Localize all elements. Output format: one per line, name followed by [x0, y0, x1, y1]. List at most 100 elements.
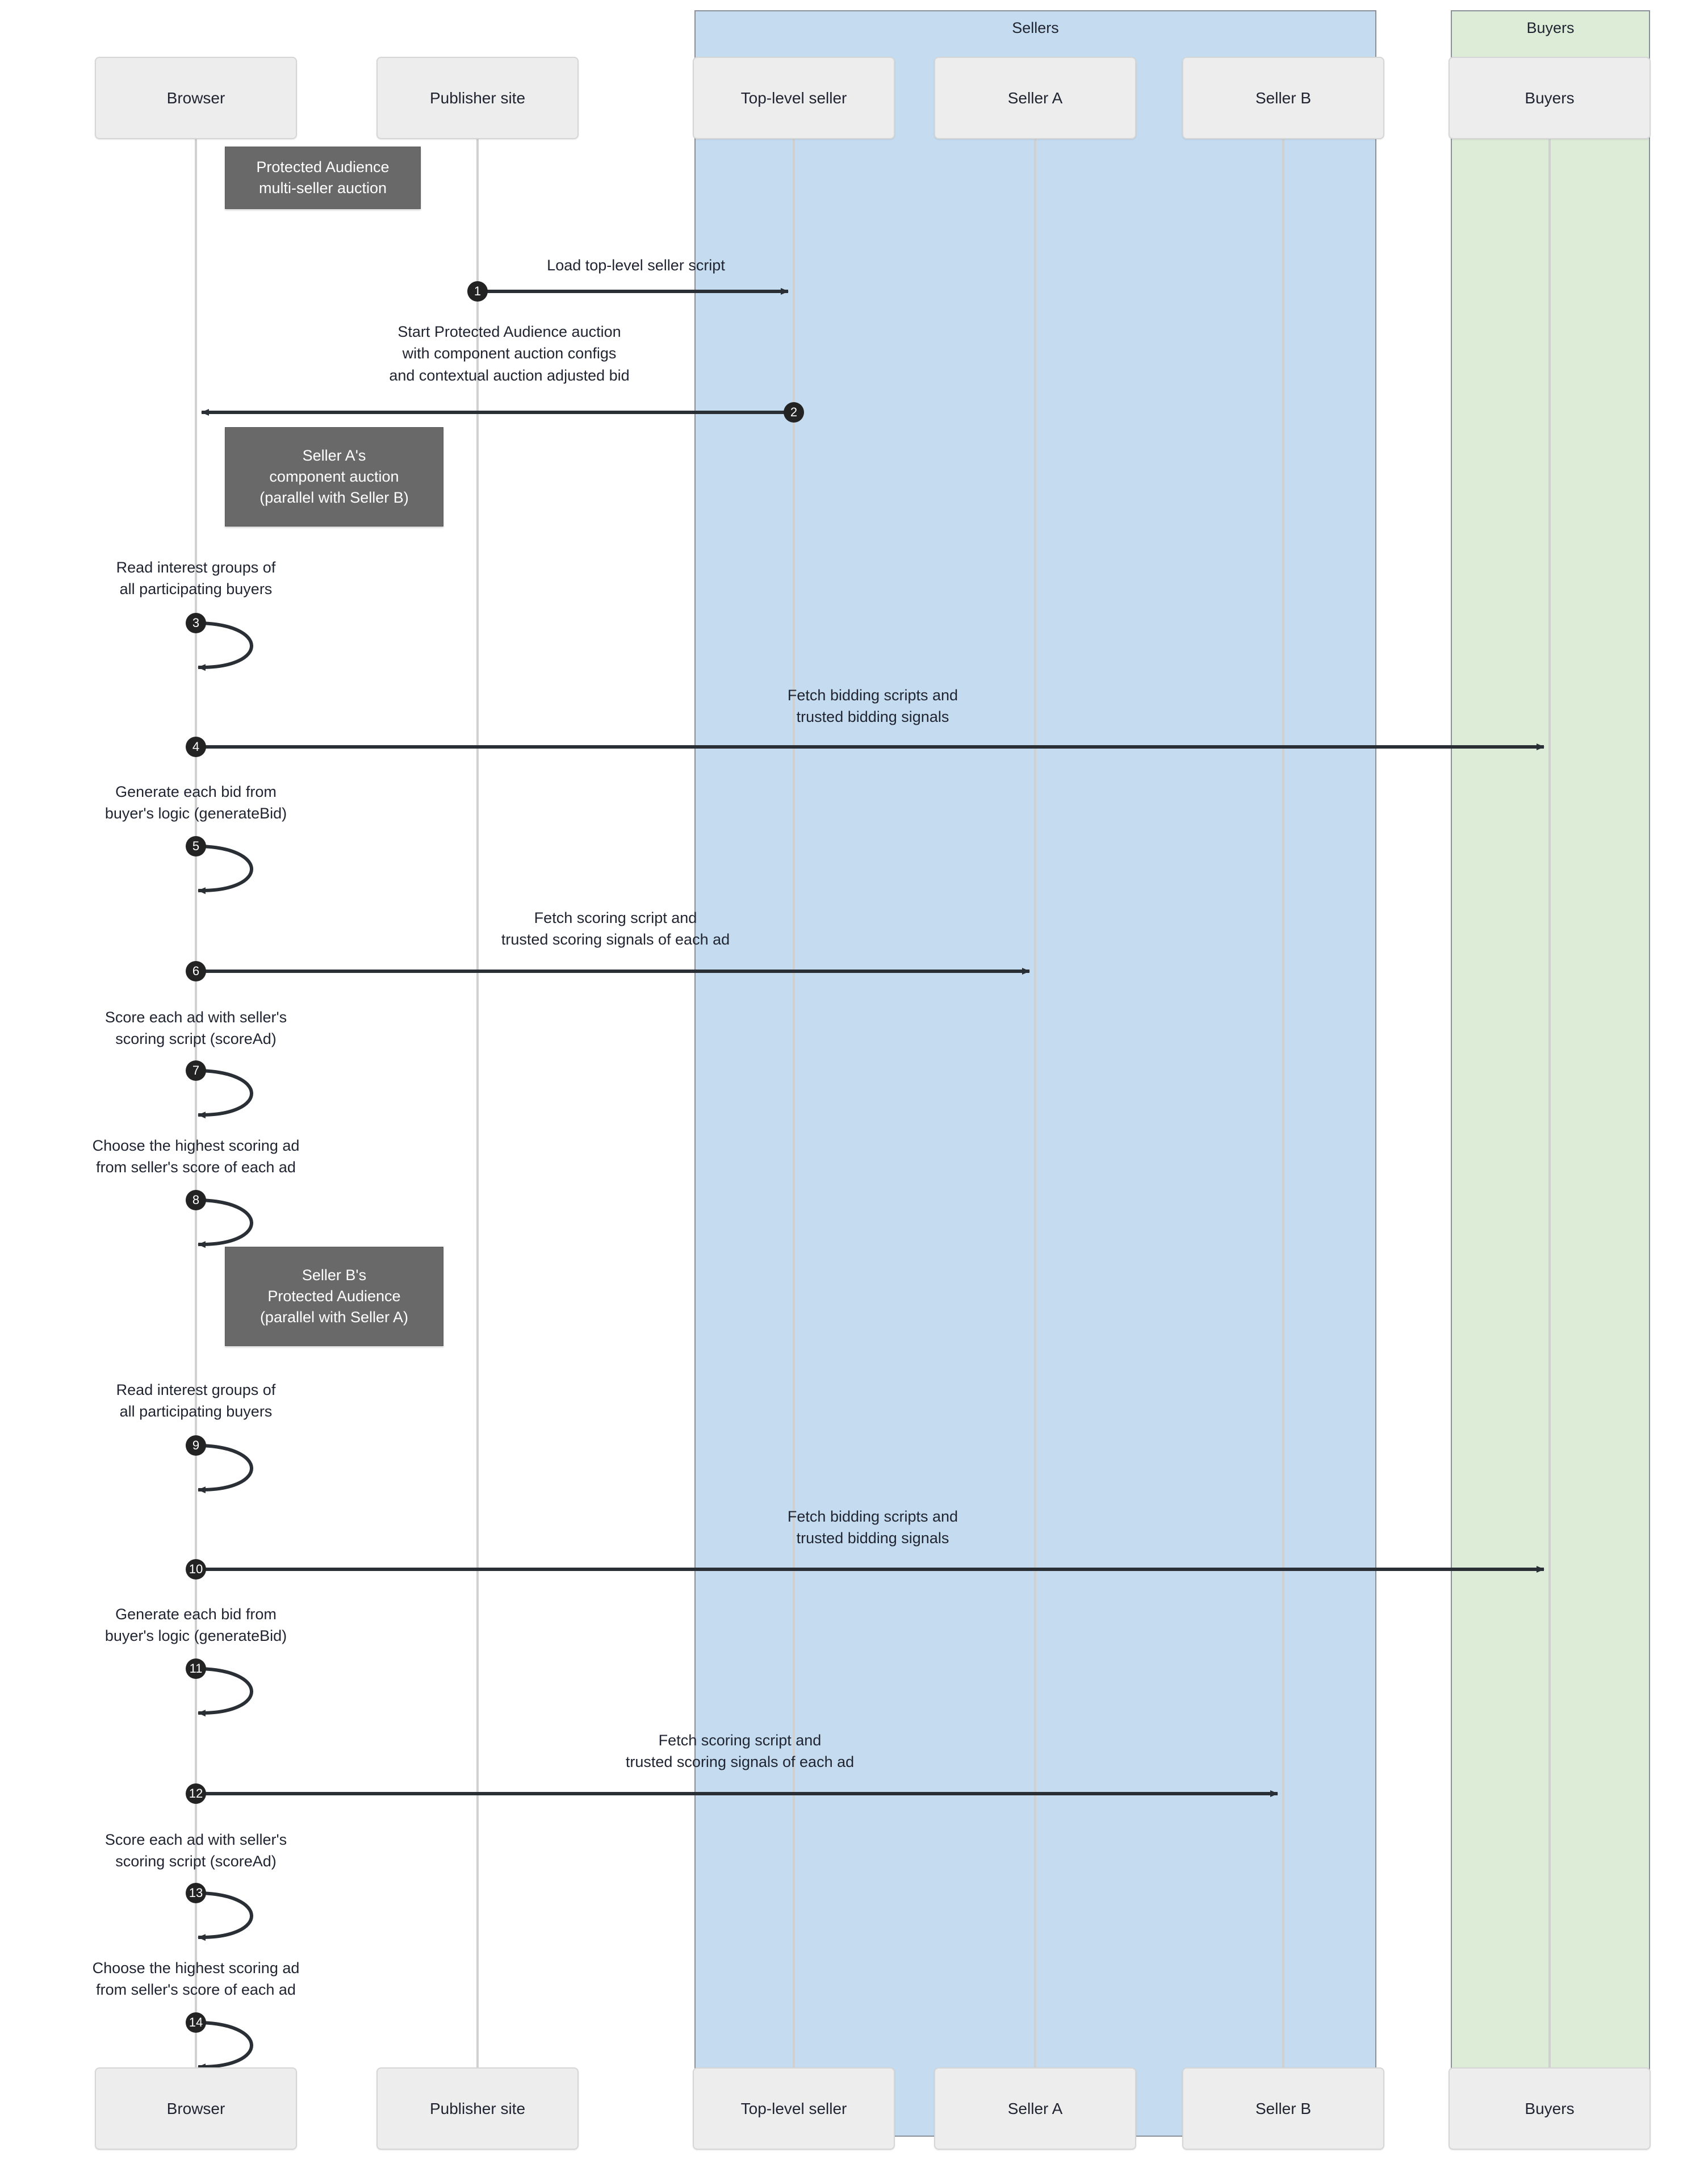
- lifelines: [195, 139, 1551, 2067]
- sequence-badge-3: 3: [186, 613, 206, 633]
- self-message-arrow-11: [195, 1667, 253, 1717]
- actor-label-top-level-seller: Top-level seller: [740, 2099, 847, 2117]
- message-label-7: Score each ad with seller's scoring scrip…: [105, 1006, 287, 1050]
- self-message-arrow-8: [195, 1198, 253, 1248]
- message-label-line: Fetch bidding scripts and: [787, 1508, 958, 1525]
- message-label-line: Generate each bid from: [115, 783, 277, 800]
- note-line: (parallel with Seller A): [259, 1309, 409, 1326]
- actor-seller-a-footer[interactable]: Seller A: [934, 2067, 1136, 2150]
- actor-top-level-seller-header[interactable]: Top-level seller: [693, 57, 895, 139]
- note-line: Seller A's: [302, 446, 366, 464]
- note-line: Protected Audience: [256, 158, 390, 176]
- actor-seller-a-header[interactable]: Seller A: [934, 57, 1136, 139]
- actor-publisher-header[interactable]: Publisher site: [376, 57, 579, 139]
- message-label-line: scoring script (scoreAd): [115, 1853, 277, 1870]
- message-label-line: Read interest groups of: [116, 559, 276, 576]
- note-line: (parallel with Seller B): [259, 489, 409, 507]
- message-label-5: Generate each bid from buyer's logic (gen…: [105, 781, 287, 825]
- actor-buyers-actor-header[interactable]: Buyers: [1449, 57, 1651, 139]
- message-label-line: Choose the highest scoring ad: [92, 1137, 300, 1154]
- message-label-line: Score each ad with seller's: [104, 1831, 287, 1848]
- message-label-9: Read interest groups of all participating…: [116, 1379, 276, 1423]
- message-label-1: Load top-level seller script: [547, 254, 725, 276]
- sequence-badge-10: 10: [186, 1559, 206, 1580]
- message-label-line: Load top-level seller script: [547, 257, 725, 274]
- sequence-badge-2: 2: [784, 402, 804, 423]
- message-label-line: Start Protected Audience auction: [397, 323, 621, 340]
- actor-label-publisher: Publisher site: [429, 89, 526, 107]
- message-label-line: Read interest groups of: [116, 1381, 276, 1398]
- self-message-arrow-14: [195, 2021, 253, 2071]
- message-label-line: Generate each bid from: [115, 1606, 277, 1623]
- message-label-3: Read interest groups of all participating…: [116, 557, 276, 600]
- message-label-line: Fetch scoring script and: [658, 1732, 822, 1749]
- sequence-badge-13: 13: [186, 1883, 206, 1903]
- self-message-arrow-13: [195, 1891, 253, 1941]
- message-label-line: from seller's score of each ad: [96, 1159, 296, 1176]
- message-label-line: trusted scoring signals of each ad: [501, 931, 730, 949]
- note-line: component auction: [269, 467, 399, 485]
- note-line: Seller B's: [302, 1266, 367, 1284]
- message-arrows: [195, 288, 1544, 2071]
- actor-browser-header[interactable]: Browser: [95, 57, 297, 139]
- actor-label-seller-b: Seller B: [1255, 89, 1312, 107]
- message-label-line: scoring script (scoreAd): [115, 1030, 277, 1048]
- message-label-line: all participating buyers: [119, 1403, 273, 1420]
- self-message-arrow-9: [195, 1444, 253, 1494]
- sequence-badge-1: 1: [467, 281, 488, 302]
- message-label-10: Fetch bidding scripts and trusted bidding…: [788, 1506, 958, 1549]
- sequence-badge-5: 5: [186, 836, 206, 856]
- actor-label-top-level-seller: Top-level seller: [740, 89, 847, 107]
- sequence-badge-6: 6: [186, 961, 206, 981]
- message-label-2: Start Protected Audience auction with com…: [389, 321, 629, 386]
- message-label-12: Fetch scoring script and trusted scoring …: [626, 1729, 854, 1773]
- actor-publisher-footer[interactable]: Publisher site: [376, 2067, 579, 2150]
- actor-browser-footer[interactable]: Browser: [95, 2067, 297, 2150]
- message-label-line: buyer's logic (generateBid): [104, 1627, 287, 1645]
- actor-label-publisher: Publisher site: [429, 2099, 526, 2117]
- message-label-8: Choose the highest scoring ad from seller…: [93, 1135, 300, 1179]
- message-label-line: trusted bidding signals: [796, 1530, 949, 1547]
- self-message-arrow-5: [195, 845, 253, 895]
- note-line: multi-seller auction: [258, 179, 387, 197]
- note-multi-seller-auction: Protected Audience multi-seller auction: [225, 147, 421, 209]
- message-label-line: Fetch bidding scripts and: [787, 687, 958, 704]
- message-label-line: Fetch scoring script and: [534, 909, 697, 926]
- self-message-arrow-7: [195, 1069, 253, 1119]
- message-label-line: with component auction configs: [402, 345, 617, 362]
- actor-label-seller-a: Seller A: [1007, 2099, 1063, 2117]
- message-label-line: Score each ad with seller's: [104, 1009, 287, 1026]
- message-label-6: Fetch scoring script and trusted scoring …: [501, 907, 730, 951]
- sequence-badge-7: 7: [186, 1060, 206, 1081]
- sequence-badge-12: 12: [186, 1783, 206, 1804]
- message-label-line: Choose the highest scoring ad: [92, 1959, 300, 1977]
- message-label-13: Score each ad with seller's scoring scrip…: [105, 1829, 287, 1873]
- group-label-sellers: Sellers: [1012, 19, 1059, 36]
- actor-label-browser: Browser: [166, 89, 225, 107]
- message-label-4: Fetch bidding scripts and trusted bidding…: [788, 684, 958, 728]
- sequence-badge-9: 9: [186, 1435, 206, 1456]
- message-label-14: Choose the highest scoring ad from seller…: [93, 1957, 300, 2001]
- message-label-line: buyer's logic (generateBid): [104, 805, 287, 822]
- actor-label-seller-b: Seller B: [1255, 2099, 1312, 2117]
- sequence-badge-14: 14: [186, 2012, 206, 2033]
- actor-seller-b-header[interactable]: Seller B: [1182, 57, 1384, 139]
- self-message-arrow-3: [195, 621, 253, 671]
- actor-label-browser: Browser: [166, 2099, 225, 2117]
- note-seller-a-component-auction: Seller A's component auction (parallel wit…: [225, 427, 443, 527]
- sequence-badge-4: 4: [186, 737, 206, 757]
- actor-top-level-seller-footer[interactable]: Top-level seller: [693, 2067, 895, 2150]
- message-label-line: and contextual auction adjusted bid: [389, 366, 630, 384]
- sequence-badge-8: 8: [186, 1190, 206, 1210]
- note-line: Protected Audience: [267, 1287, 401, 1305]
- message-label-line: trusted bidding signals: [796, 708, 949, 726]
- actor-seller-b-footer[interactable]: Seller B: [1182, 2067, 1384, 2150]
- message-label-line: all participating buyers: [119, 580, 273, 598]
- actor-buyers-actor-footer[interactable]: Buyers: [1449, 2067, 1651, 2150]
- message-label-line: from seller's score of each ad: [96, 1981, 296, 1999]
- message-label-line: trusted scoring signals of each ad: [625, 1753, 855, 1771]
- group-label-buyers: Buyers: [1526, 19, 1575, 36]
